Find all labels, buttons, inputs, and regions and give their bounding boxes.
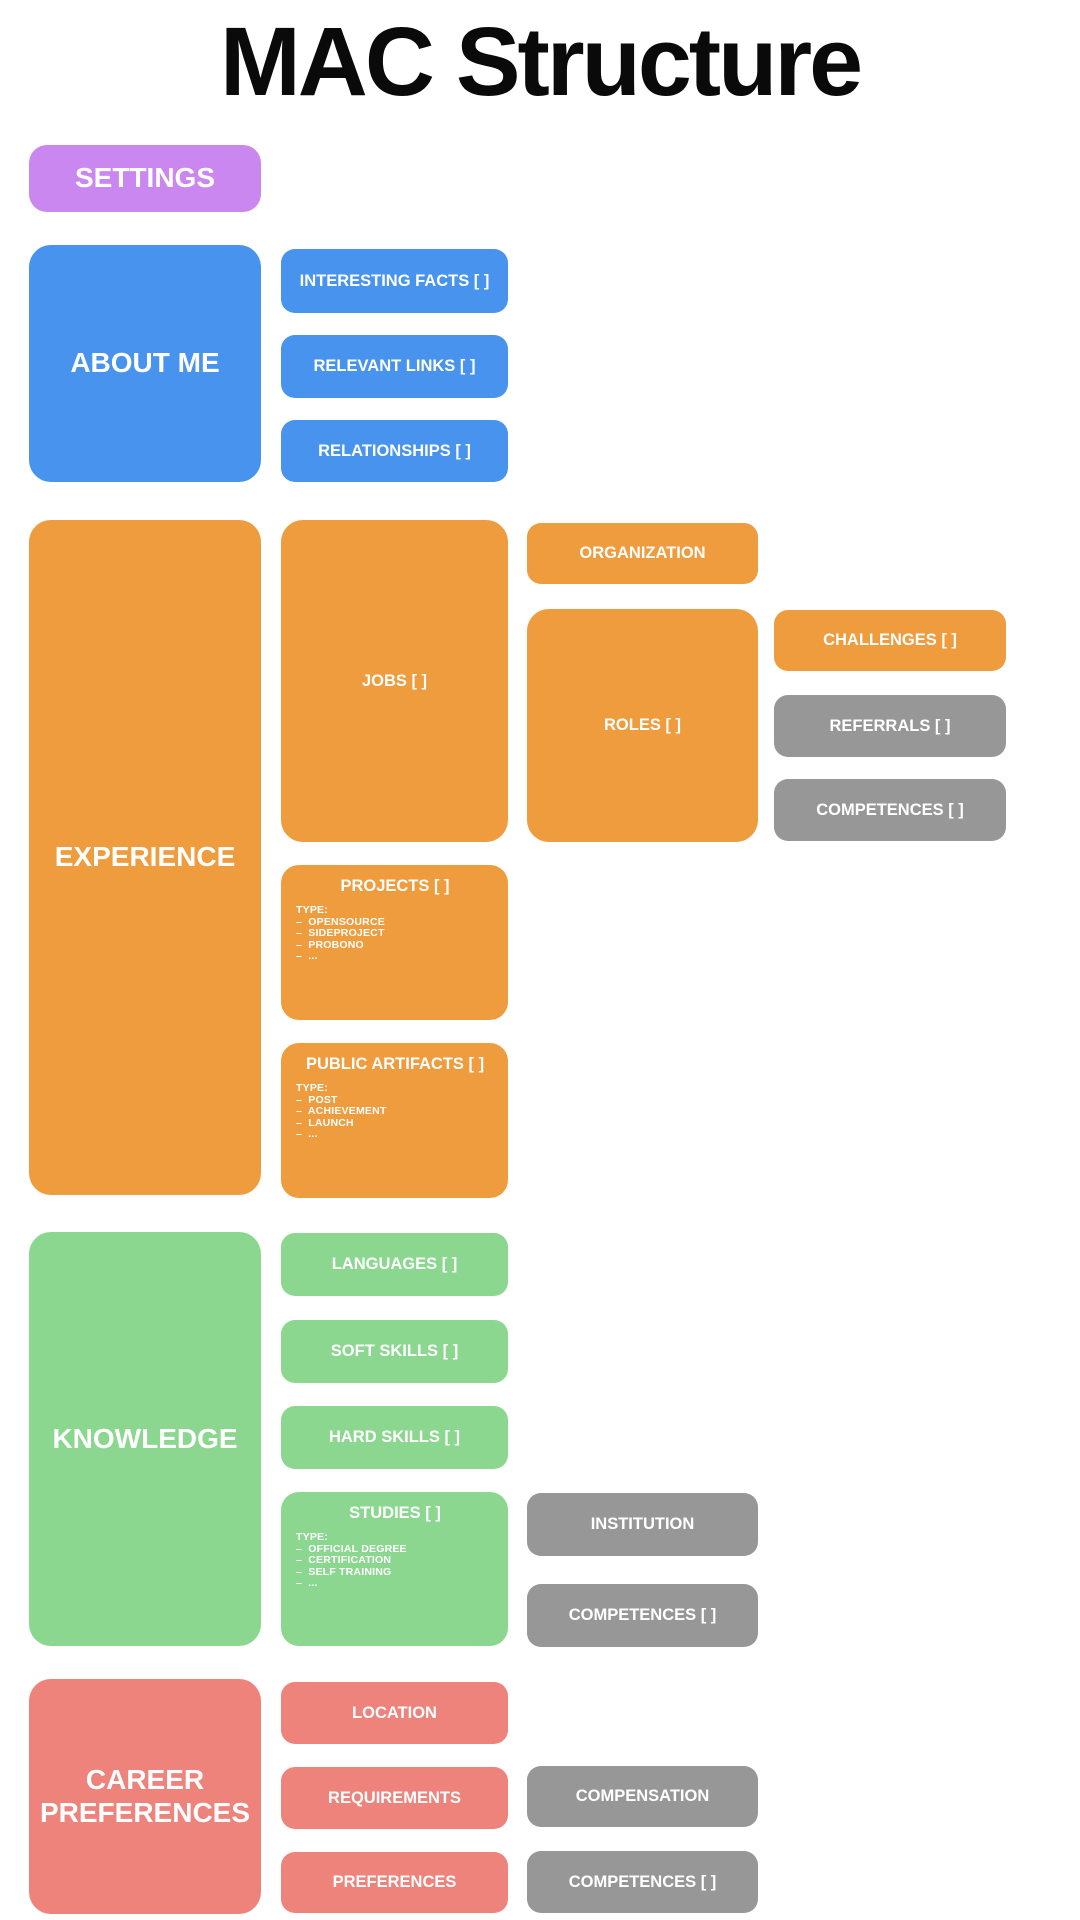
public-artifacts-type-item: – LAUNCH — [296, 1116, 354, 1129]
studies-type-heading: TYPE: — [296, 1530, 328, 1543]
jobs-label: JOBS [ ] — [361, 671, 428, 690]
organization-block: ORGANIZATION — [527, 523, 758, 584]
interesting-facts-label: INTERESTING FACTS [ ] — [299, 271, 490, 290]
settings-block: SETTINGS — [29, 145, 261, 212]
referrals-block: REFERRALS [ ] — [774, 695, 1006, 757]
interesting-facts-block: INTERESTING FACTS [ ] — [281, 249, 508, 313]
about-me-block: ABOUT ME — [29, 245, 261, 482]
projects-block: PROJECTS [ ] TYPE: – OPENSOURCE – SIDEPR… — [281, 865, 508, 1020]
preferences-label: PREFERENCES — [332, 1873, 457, 1892]
experience-competences-label: COMPETENCES [ ] — [816, 800, 964, 819]
relevant-links-label: RELEVANT LINKS [ ] — [313, 357, 476, 376]
studies-block: STUDIES [ ] TYPE: – OFFICIAL DEGREE – CE… — [281, 1492, 508, 1646]
studies-type-item: – SELF TRAINING — [296, 1565, 392, 1578]
compensation-label: COMPENSATION — [575, 1787, 710, 1806]
knowledge-block: KNOWLEDGE — [29, 1232, 261, 1646]
public-artifacts-label: PUBLIC ARTIFACTS [ ] — [305, 1055, 485, 1073]
public-artifacts-type-heading: TYPE: — [296, 1081, 328, 1094]
projects-type-list: TYPE: – OPENSOURCE – SIDEPROJECT – PROBO… — [296, 903, 494, 963]
experience-label: EXPERIENCE — [54, 841, 236, 873]
knowledge-competences-label: COMPETENCES [ ] — [568, 1606, 717, 1625]
hard-skills-block: HARD SKILLS [ ] — [281, 1406, 508, 1469]
soft-skills-block: SOFT SKILLS [ ] — [281, 1320, 508, 1383]
experience-block: EXPERIENCE — [29, 520, 261, 1195]
public-artifacts-type-item: – ... — [296, 1128, 318, 1141]
institution-label: INSTITUTION — [590, 1515, 695, 1534]
projects-type-item: – ... — [296, 950, 318, 963]
projects-type-heading: TYPE: — [296, 903, 328, 916]
studies-type-item: – ... — [296, 1577, 318, 1590]
studies-label: STUDIES [ ] — [349, 1504, 441, 1522]
career-preferences-block: CAREER PREFERENCES — [29, 1679, 261, 1914]
challenges-label: CHALLENGES [ ] — [823, 631, 957, 650]
knowledge-competences-block: COMPETENCES [ ] — [527, 1584, 758, 1647]
public-artifacts-type-item: – ACHIEVEMENT — [296, 1105, 387, 1118]
studies-type-item: – CERTIFICATION — [296, 1554, 392, 1567]
requirements-label: REQUIREMENTS — [328, 1788, 461, 1807]
career-competences-label: COMPETENCES [ ] — [568, 1872, 717, 1891]
career-competences-block: COMPETENCES [ ] — [527, 1851, 758, 1913]
roles-label: ROLES [ ] — [604, 716, 681, 735]
relationships-label: RELATIONSHIPS [ ] — [318, 441, 471, 460]
studies-type-item: – OFFICIAL DEGREE — [296, 1542, 407, 1555]
experience-competences-block: COMPETENCES [ ] — [774, 779, 1006, 841]
knowledge-label: KNOWLEDGE — [52, 1422, 238, 1454]
public-artifacts-block: PUBLIC ARTIFACTS [ ] TYPE: – POST – ACHI… — [281, 1043, 508, 1198]
languages-block: LANGUAGES [ ] — [281, 1233, 508, 1296]
studies-type-list: TYPE: – OFFICIAL DEGREE – CERTIFICATION … — [296, 1530, 494, 1590]
preferences-block: PREFERENCES — [281, 1852, 508, 1913]
page-title: MAC Structure — [219, 7, 863, 116]
location-label: LOCATION — [352, 1703, 437, 1722]
hard-skills-label: HARD SKILLS [ ] — [328, 1428, 461, 1447]
projects-type-item: – PROBONO — [296, 938, 364, 951]
referrals-label: REFERRALS [ ] — [829, 716, 951, 735]
about-me-label: ABOUT ME — [70, 347, 220, 379]
jobs-block: JOBS [ ] — [281, 520, 508, 842]
projects-type-item: – SIDEPROJECT — [296, 927, 385, 940]
institution-block: INSTITUTION — [527, 1493, 758, 1556]
roles-block: ROLES [ ] — [527, 609, 758, 842]
relevant-links-block: RELEVANT LINKS [ ] — [281, 335, 508, 398]
projects-label: PROJECTS [ ] — [340, 877, 450, 895]
location-block: LOCATION — [281, 1682, 508, 1744]
organization-label: ORGANIZATION — [579, 544, 706, 563]
languages-label: LANGUAGES [ ] — [331, 1255, 458, 1274]
settings-label: SETTINGS — [74, 162, 215, 194]
career-preferences-label: CAREER PREFERENCES — [39, 1764, 251, 1828]
public-artifacts-type-list: TYPE: – POST – ACHIEVEMENT – LAUNCH – ..… — [296, 1081, 494, 1141]
compensation-block: COMPENSATION — [527, 1766, 758, 1827]
public-artifacts-type-item: – POST — [296, 1093, 338, 1106]
relationships-block: RELATIONSHIPS [ ] — [281, 420, 508, 482]
soft-skills-label: SOFT SKILLS [ ] — [330, 1342, 459, 1361]
requirements-block: REQUIREMENTS — [281, 1767, 508, 1829]
projects-type-item: – OPENSOURCE — [296, 915, 385, 928]
challenges-block: CHALLENGES [ ] — [774, 610, 1006, 671]
